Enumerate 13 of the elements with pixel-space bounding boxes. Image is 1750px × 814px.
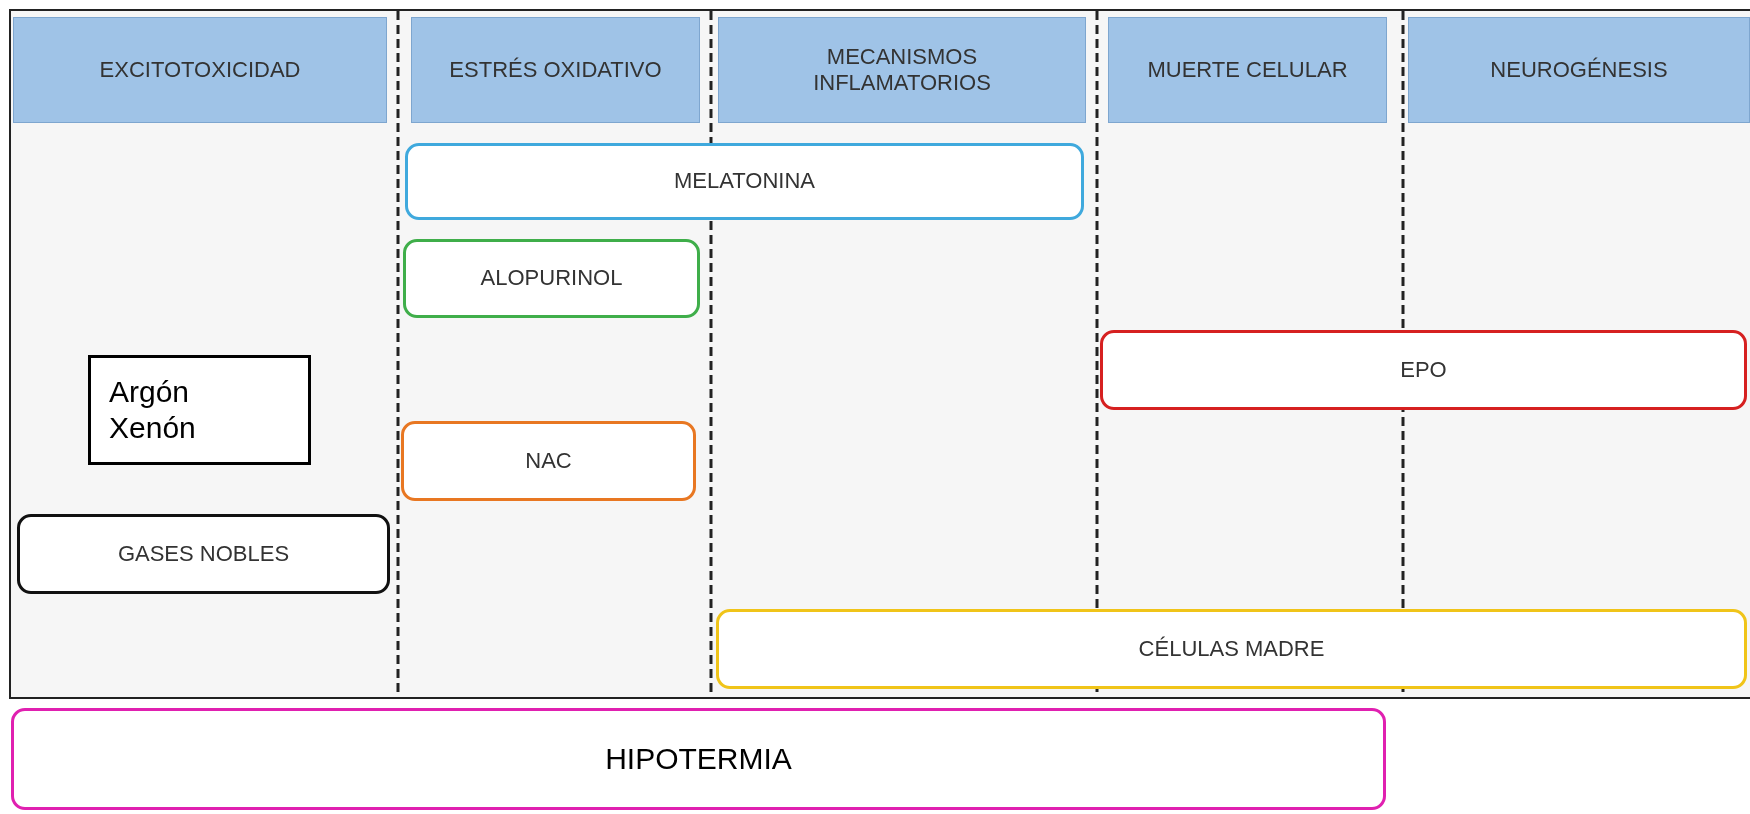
column-header: EXCITOTOXICIDAD [13,17,387,123]
treatment-box: Argón Xenón [88,355,311,465]
treatment-box: EPO [1100,330,1747,410]
treatment-box: ALOPURINOL [403,239,700,318]
column-header: NEUROGÉNESIS [1408,17,1750,123]
treatment-box: CÉLULAS MADRE [716,609,1747,689]
treatment-box: GASES NOBLES [17,514,390,594]
column-header: MUERTE CELULAR [1108,17,1387,123]
treatment-box: MELATONINA [405,143,1084,220]
column-header: MECANISMOS INFLAMATORIOS [718,17,1086,123]
column-header: ESTRÉS OXIDATIVO [411,17,700,123]
treatment-box: NAC [401,421,696,501]
treatment-box: HIPOTERMIA [11,708,1386,810]
